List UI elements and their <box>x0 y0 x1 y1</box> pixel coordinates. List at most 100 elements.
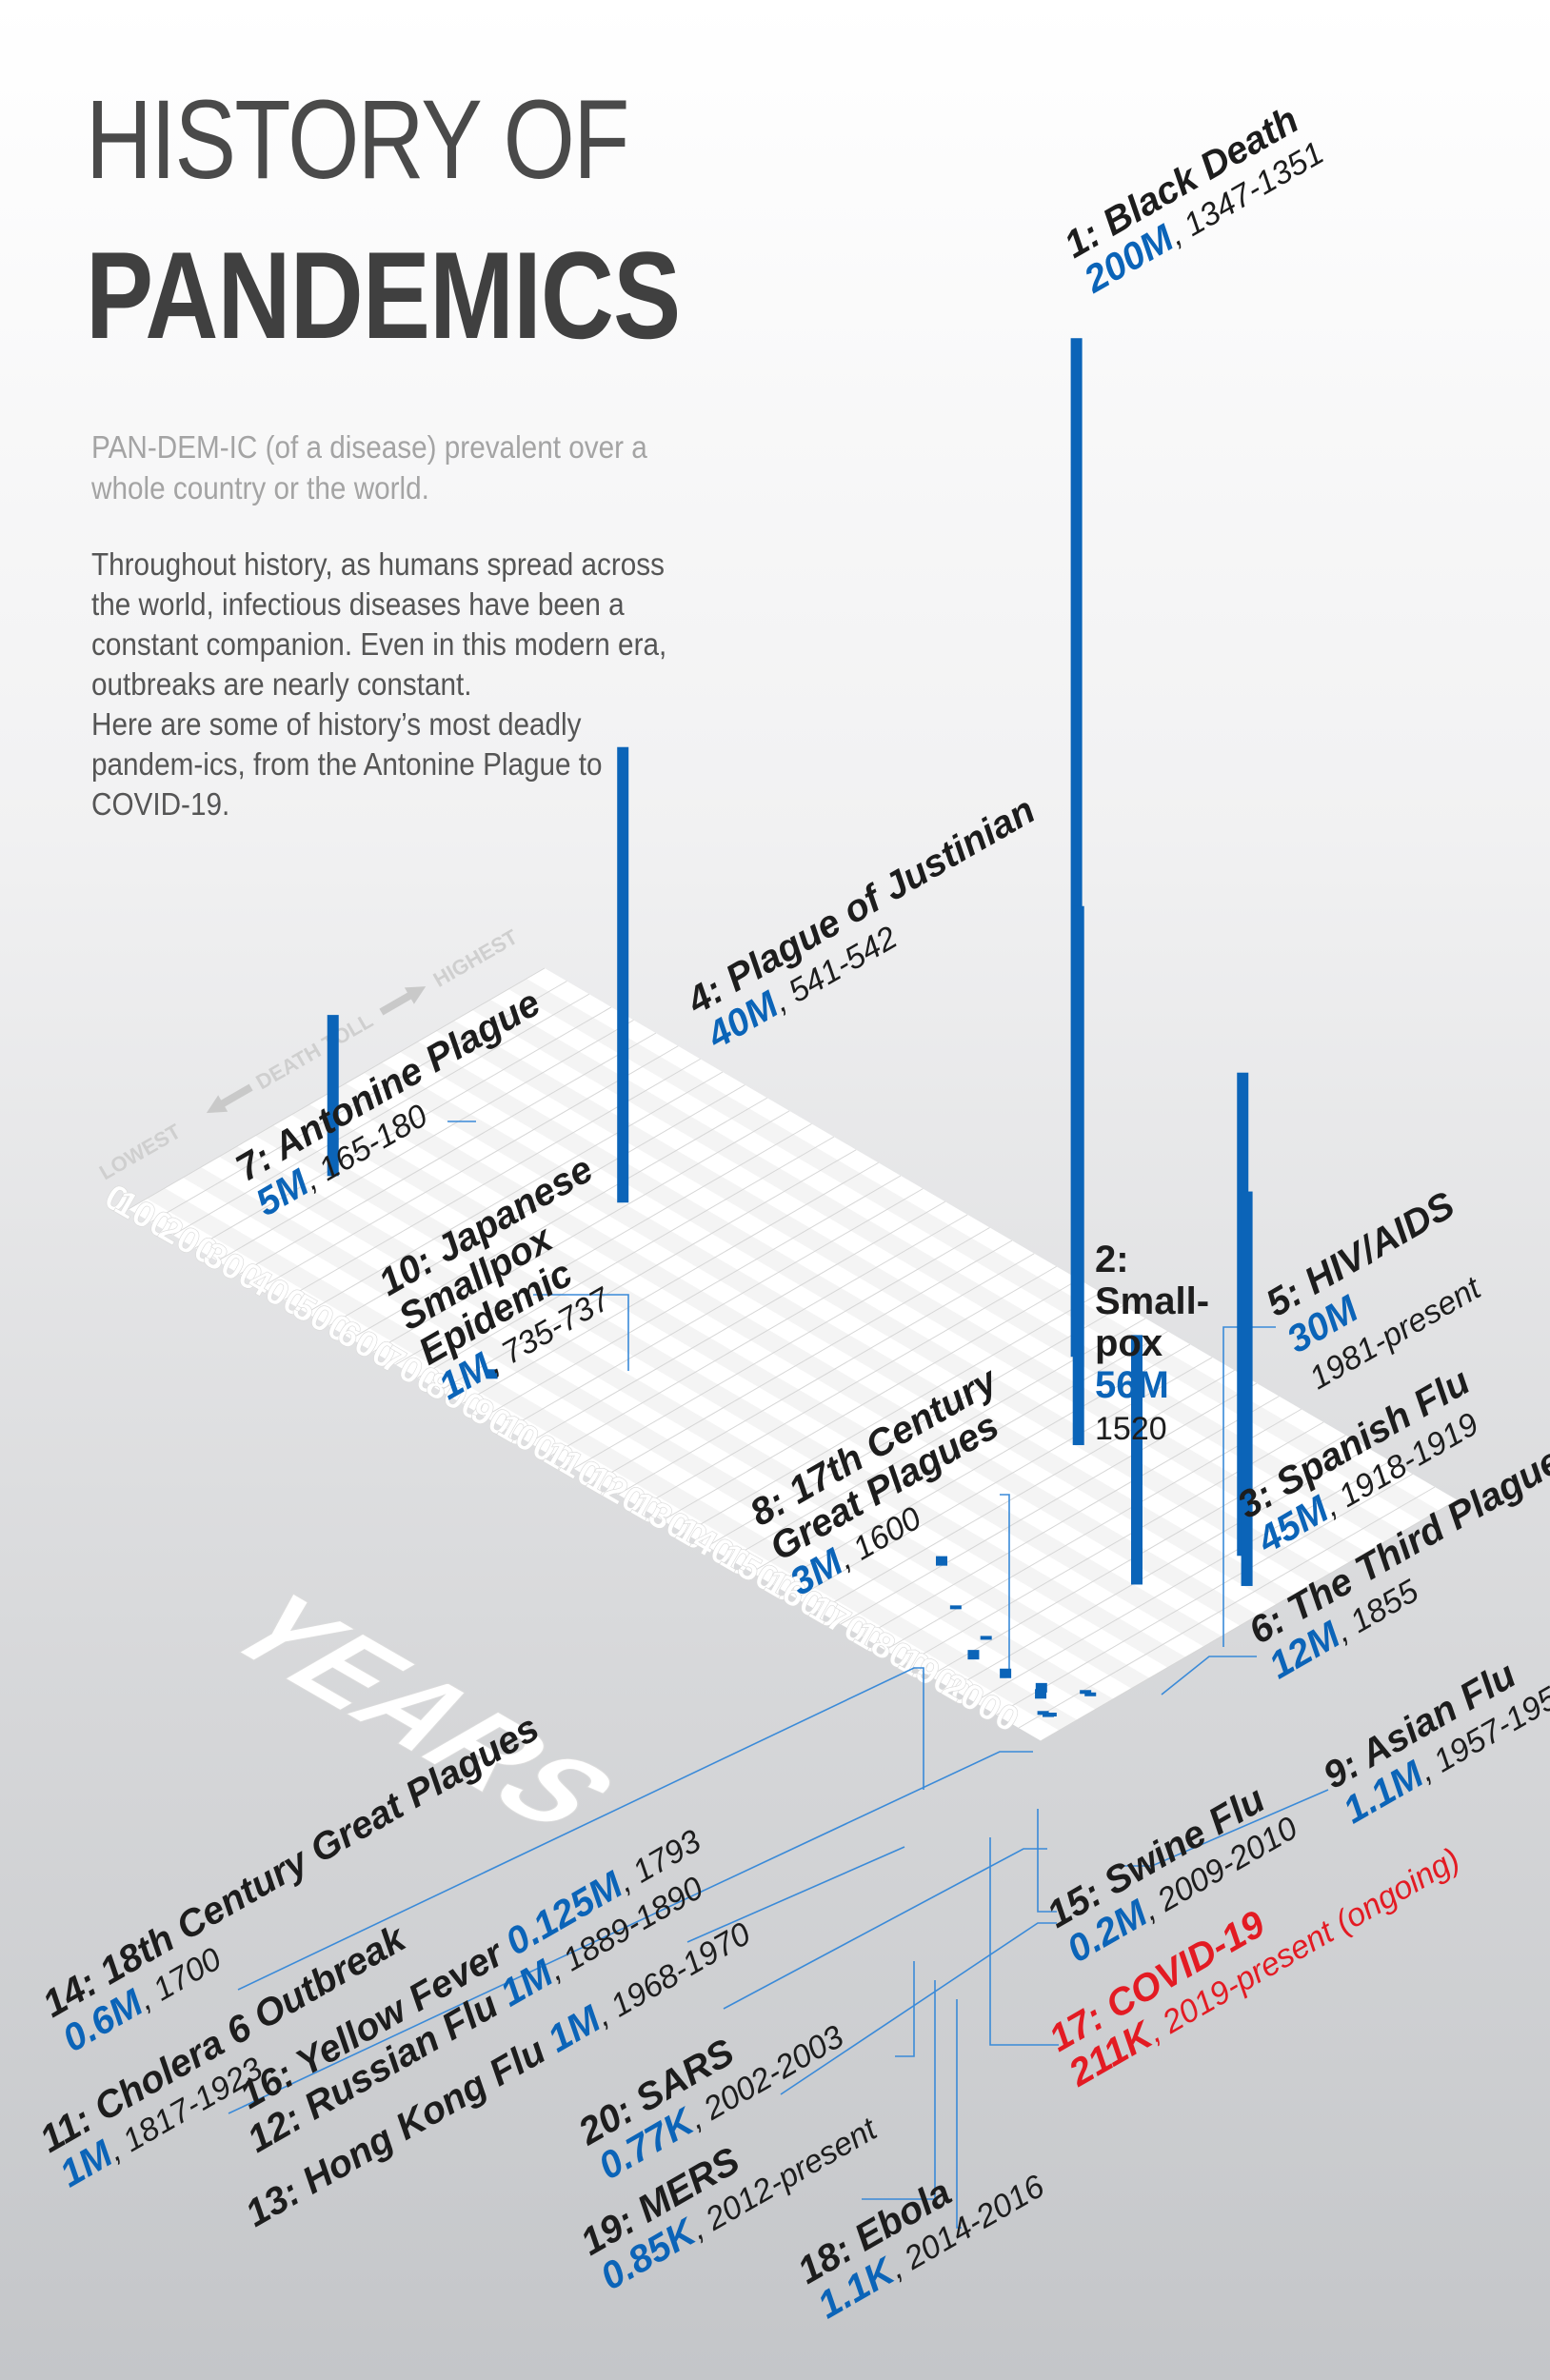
bar-15 <box>1080 1690 1092 1695</box>
grid-line <box>507 1188 924 1431</box>
page-title-line1: HISTORY OF <box>86 77 629 203</box>
bar-6 <box>1130 1335 1143 1585</box>
floor-stripe <box>309 1094 1241 1636</box>
axis-low-label: LOWEST <box>95 1119 185 1184</box>
bar-9 <box>1035 1682 1047 1693</box>
grid-line <box>284 1058 701 1300</box>
bar-16 <box>980 1636 992 1640</box>
grid-line <box>863 1396 1280 1638</box>
floor-stripe <box>201 1157 1132 1699</box>
death-toll: 56M <box>1095 1364 1169 1406</box>
axis-high-label: HIGHEST <box>429 924 523 992</box>
bar-19 <box>1043 1713 1055 1717</box>
grid-line <box>951 1447 1369 1690</box>
label-line: 1520 <box>1095 1411 1167 1447</box>
floor-stripe <box>237 1136 1168 1678</box>
leader-line-10 <box>533 1294 629 1371</box>
leader-line-18 <box>956 1999 962 2229</box>
grid-line <box>573 1227 990 1469</box>
grid-line <box>439 1149 857 1392</box>
leader-line-12 <box>723 1848 1047 2010</box>
leader-line-9 <box>1123 1789 1329 1867</box>
leader-line-20 <box>895 1961 915 2057</box>
grid-line <box>194 1006 612 1249</box>
leader-line-11 <box>228 1751 1033 2114</box>
grid-line <box>239 1032 657 1275</box>
grid-line <box>906 1421 1324 1664</box>
floor-base <box>129 968 1458 1741</box>
bar-20 <box>1037 1711 1049 1716</box>
grid-line <box>773 1343 1191 1586</box>
grid-line <box>150 981 567 1223</box>
leader-line-13 <box>780 1922 1057 2095</box>
leader-line-16 <box>686 1846 905 1943</box>
page-title-line2: PANDEMICS <box>86 226 681 365</box>
grid-line <box>261 1045 679 1288</box>
grid-line <box>706 1304 1124 1547</box>
bar-12 <box>1000 1668 1012 1678</box>
grid-line <box>595 1240 1013 1482</box>
grid-line <box>1018 1486 1436 1729</box>
intro-paragraph-1: Throughout history, as humans spread acr… <box>91 546 667 702</box>
grid-line <box>640 1265 1057 1508</box>
grid-line <box>662 1279 1080 1521</box>
bar-14 <box>949 1605 962 1610</box>
label-line: Small- <box>1095 1280 1209 1322</box>
leader-line-19 <box>862 1980 936 2200</box>
grid-line <box>217 1020 634 1261</box>
floor-stripe <box>165 1178 1096 1720</box>
grid-line <box>328 1084 745 1327</box>
bar-5 <box>1241 1191 1253 1586</box>
leader-line-14 <box>237 1667 924 1991</box>
leader-line-5 <box>1222 1326 1276 1647</box>
leader-line-6 <box>1161 1656 1257 1696</box>
grid-line <box>484 1175 902 1418</box>
grid-line <box>884 1408 1302 1651</box>
bar-11 <box>967 1650 980 1660</box>
grid-line <box>617 1253 1035 1496</box>
floor-stripe <box>273 1115 1204 1657</box>
pandemic-name: 2: <box>1095 1239 1129 1280</box>
floor-stripe <box>490 989 1421 1532</box>
years: 1520 <box>1095 1411 1167 1447</box>
bar-4 <box>617 746 629 1203</box>
grid-line <box>751 1331 1168 1573</box>
chart-floor <box>128 967 1458 1742</box>
label-line: 56M <box>1095 1364 1169 1406</box>
grid-line <box>395 1123 812 1365</box>
leader-lines <box>228 1121 1329 2229</box>
grid-line <box>372 1110 790 1353</box>
pandemic-name: pox <box>1095 1322 1162 1364</box>
label-line: 4: Plague of Justinian <box>680 789 1043 1022</box>
grid-line <box>840 1382 1258 1625</box>
grid-line <box>172 993 590 1236</box>
pandemic-name: Small- <box>1095 1280 1209 1322</box>
arrow-left-icon <box>206 1083 253 1114</box>
floor-stripe <box>346 1073 1277 1616</box>
grid-line <box>417 1136 835 1378</box>
floor-stripe <box>129 1199 1060 1741</box>
floor-stripe <box>418 1031 1349 1574</box>
grid-line <box>818 1369 1235 1612</box>
pandemic-name: 4: Plague of Justinian <box>680 789 1043 1022</box>
grid-line <box>795 1357 1213 1599</box>
grid-line <box>996 1473 1413 1716</box>
leader-line-17 <box>989 1837 1059 2046</box>
bar-13 <box>1035 1689 1047 1699</box>
intro-paragraph-2: Here are some of history’s most deadly p… <box>91 706 603 822</box>
bars <box>327 338 1253 1717</box>
grid-line <box>685 1292 1102 1535</box>
grid-line <box>1041 1499 1458 1742</box>
arrow-right-icon <box>379 986 427 1016</box>
label-line: pox <box>1095 1322 1162 1364</box>
bar-10 <box>486 1369 498 1379</box>
floor-stripe <box>454 1010 1385 1553</box>
grid-line <box>306 1071 724 1314</box>
floor-stripe <box>527 968 1458 1511</box>
